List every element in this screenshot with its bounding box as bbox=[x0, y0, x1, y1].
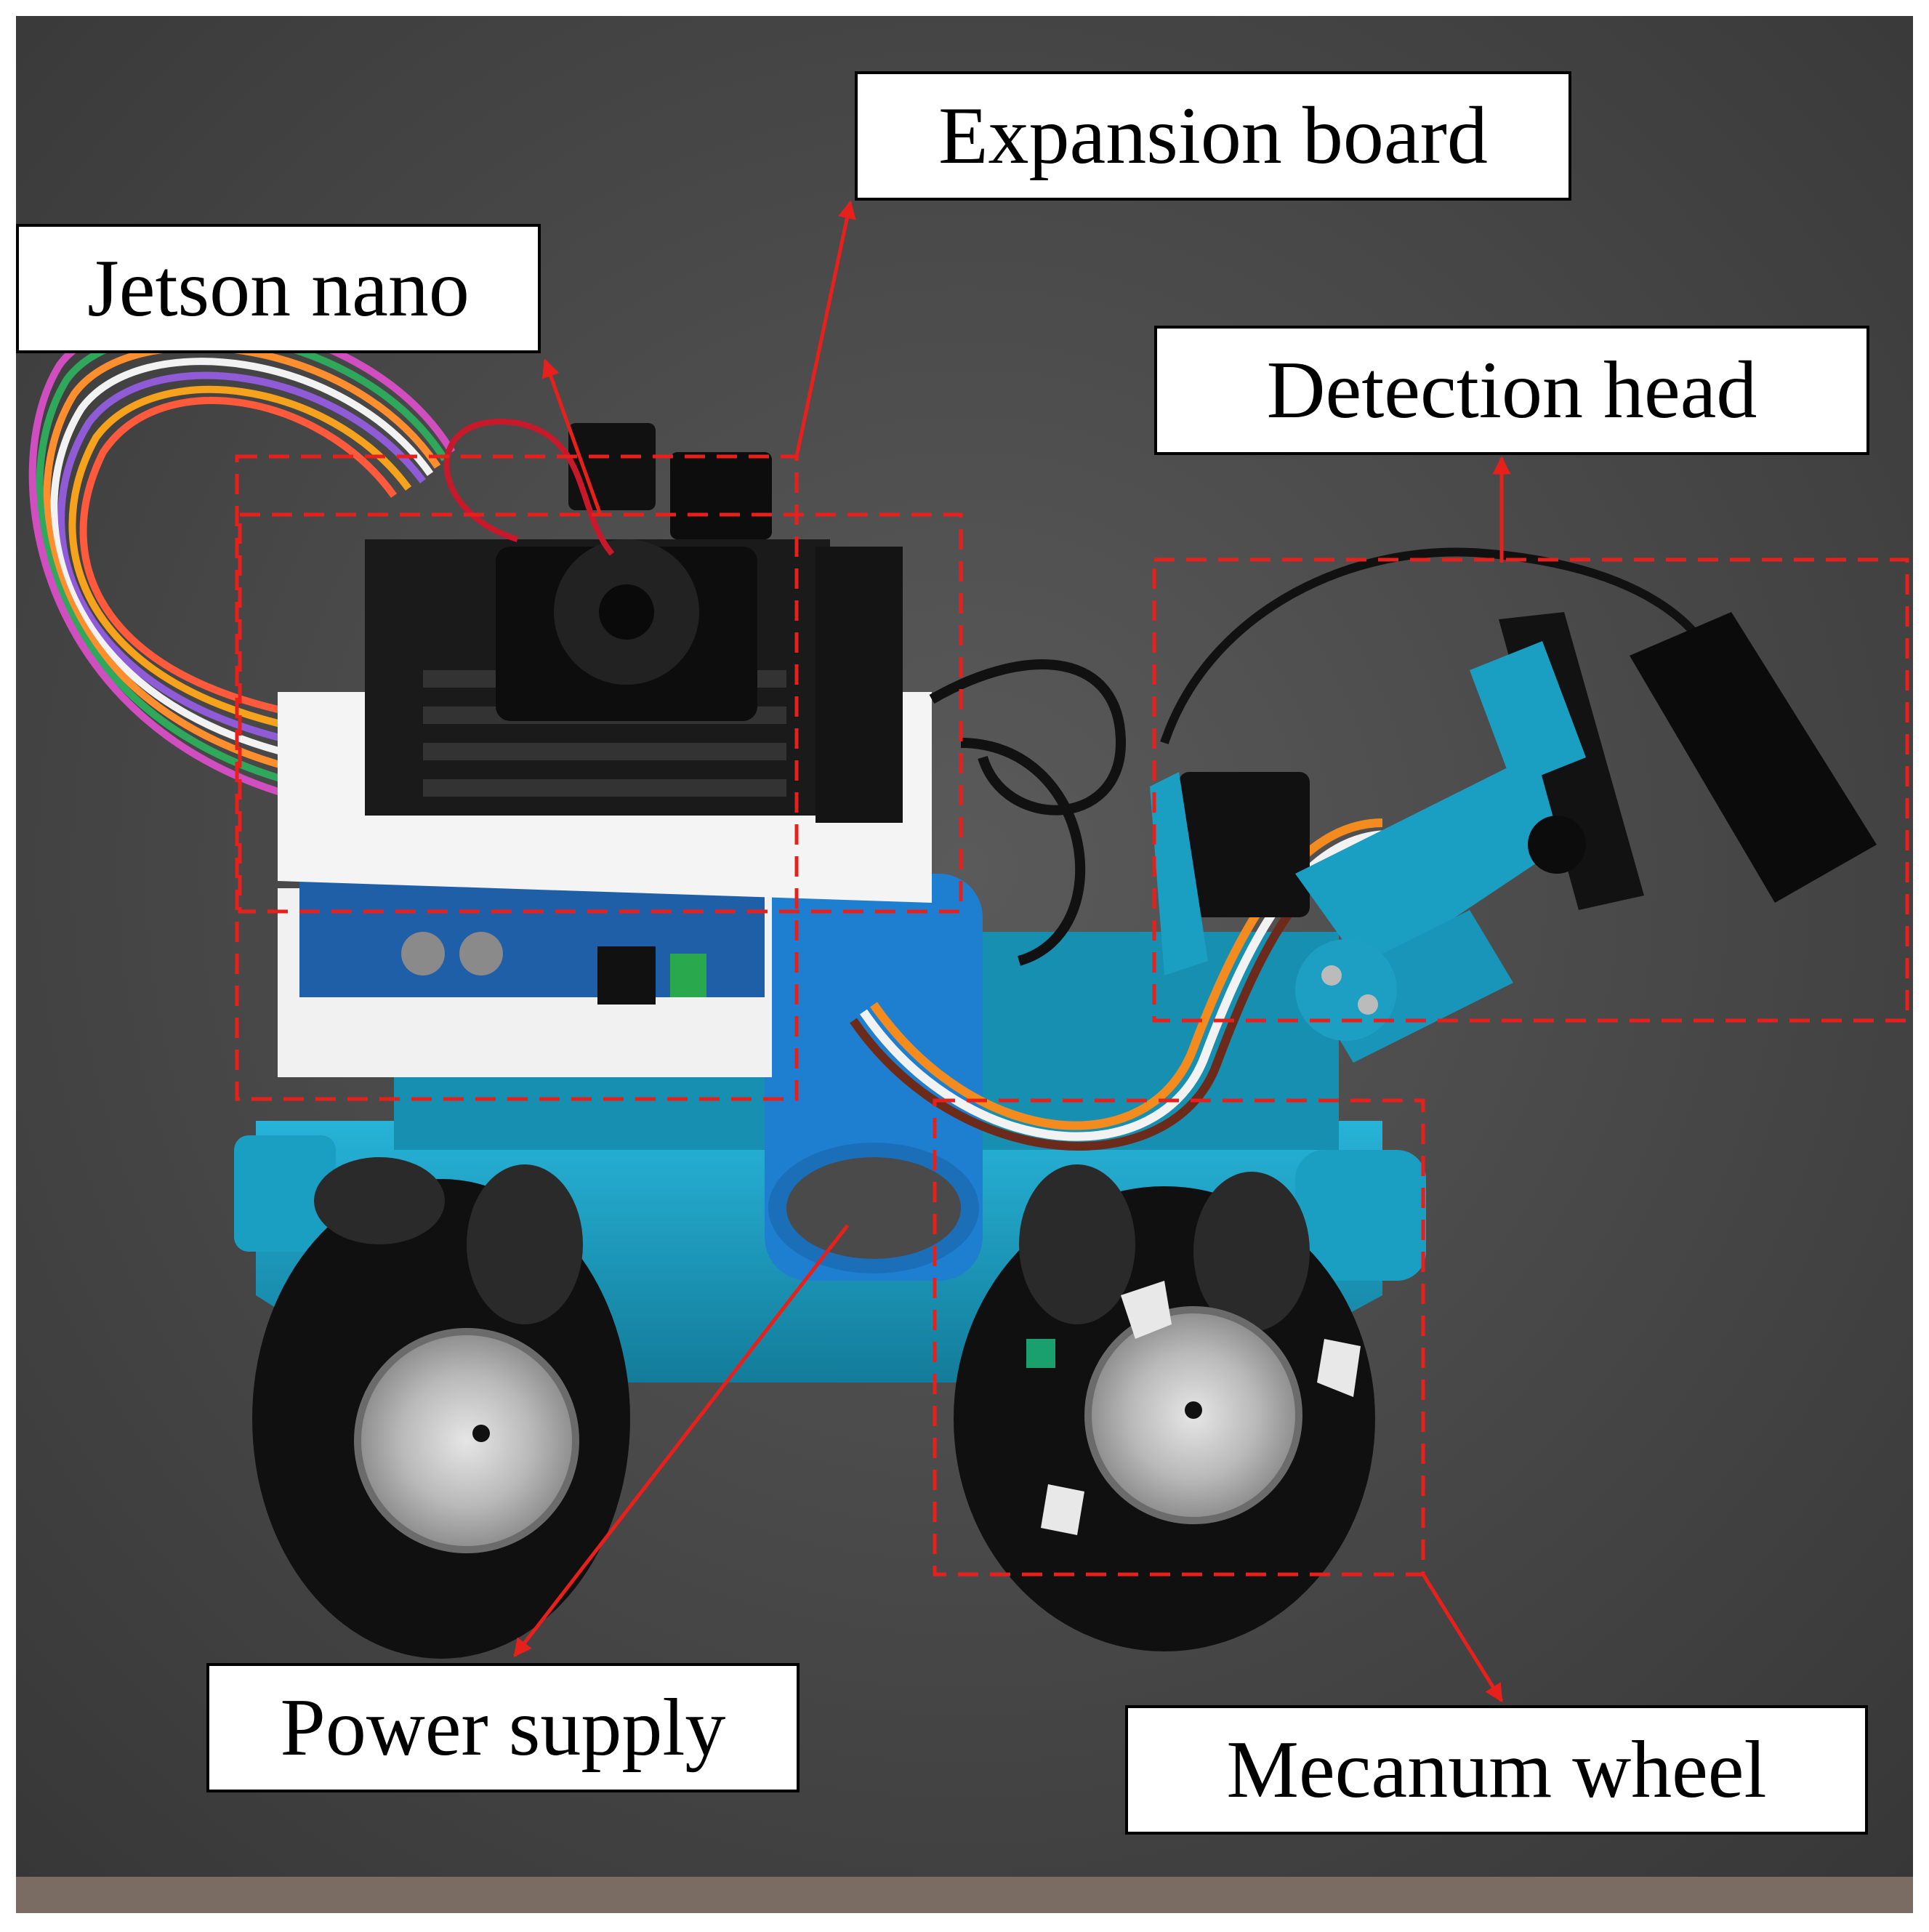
label-power-supply: Power supply bbox=[206, 1663, 800, 1792]
label-jetson-nano: Jetson nano bbox=[16, 224, 541, 353]
label-expansion-board: Expansion board bbox=[855, 71, 1571, 201]
floor-edge bbox=[16, 1877, 1913, 1913]
label-detection-head: Detection head bbox=[1154, 326, 1869, 455]
expansion-board bbox=[278, 866, 772, 1077]
battery-pack bbox=[765, 874, 983, 1281]
label-mecanum-wheel: Mecanum wheel bbox=[1125, 1705, 1868, 1835]
chassis-bracket-left bbox=[234, 1135, 336, 1252]
